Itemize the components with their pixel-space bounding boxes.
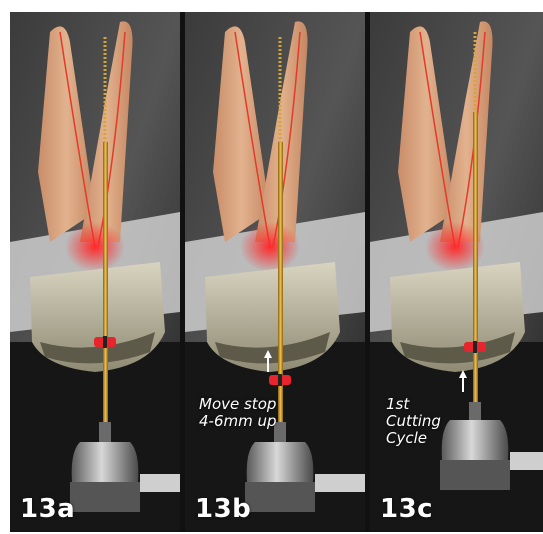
caption-line: Cutting (386, 413, 441, 430)
panel-label: 13a (20, 494, 75, 524)
panel-label: 13b (195, 494, 251, 524)
tooth-illustration-13c (370, 12, 543, 532)
caption-line: 4-6mm up (199, 413, 277, 430)
caption-line: 1st (386, 396, 441, 413)
panel-13a: 13a (10, 12, 180, 532)
panel-13b: Move stop 4-6mm up 13b (185, 12, 365, 532)
panel-13c: 1st Cutting Cycle 13c (370, 12, 543, 532)
caption-line: Cycle (386, 430, 441, 447)
panel-label: 13c (380, 494, 433, 524)
tooth-illustration-13a (10, 12, 180, 532)
caption-13b: Move stop 4-6mm up (199, 396, 277, 430)
caption-line: Move stop (199, 396, 277, 413)
tooth-illustration-13b (185, 12, 365, 532)
caption-13c: 1st Cutting Cycle (386, 396, 441, 447)
